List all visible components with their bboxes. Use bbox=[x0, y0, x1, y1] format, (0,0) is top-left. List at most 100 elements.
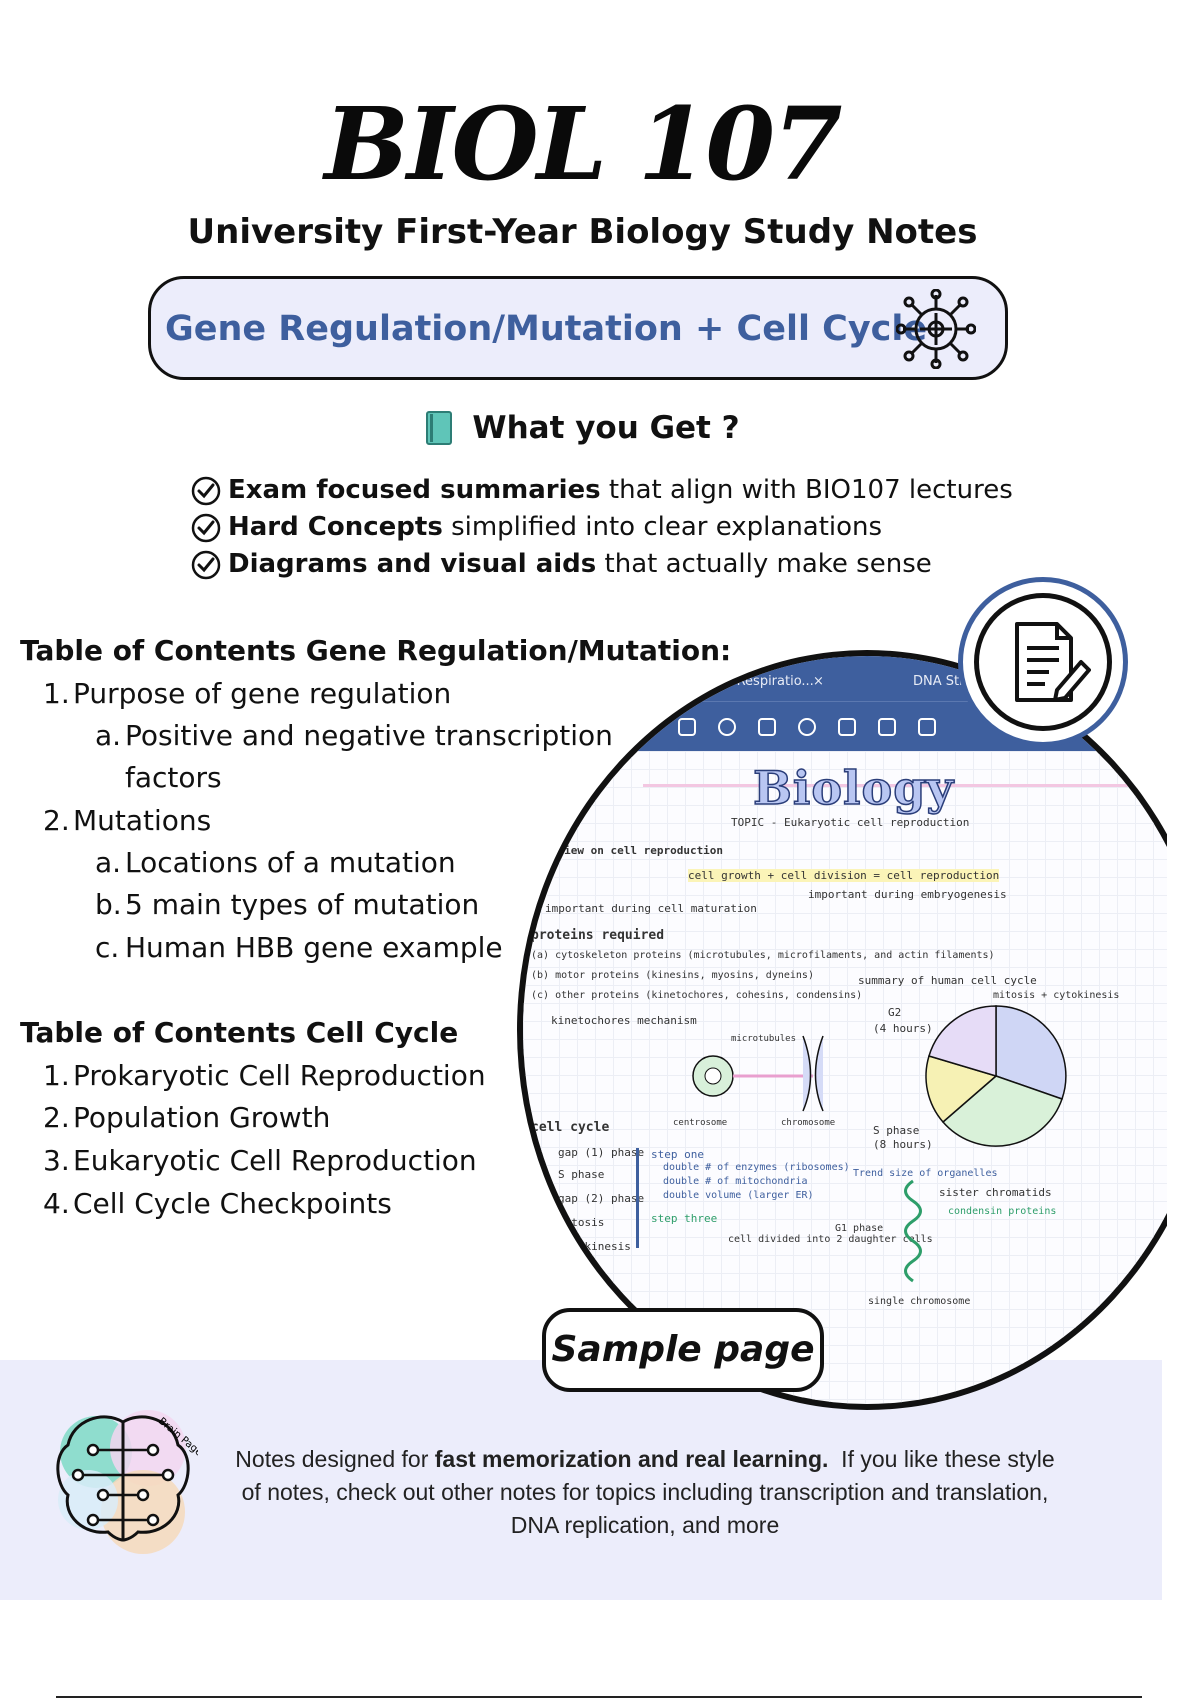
benefit-text: simplified into clear explanations bbox=[442, 512, 883, 542]
sample-page-label: Sample page bbox=[542, 1308, 824, 1392]
toc-item: 2.Population Growth bbox=[43, 1101, 330, 1134]
preview-topic: TOPIC - Eukaryotic cell reproduction bbox=[731, 816, 970, 829]
benefit-text: that actually make sense bbox=[596, 549, 932, 579]
toc-subitem: a.Locations of a mutation bbox=[95, 846, 456, 879]
brain-logo-icon: Brain Page bbox=[56, 1410, 198, 1554]
document-pen-icon bbox=[1015, 622, 1091, 702]
preview-line: cell cycle bbox=[531, 1120, 610, 1135]
preview-line: (a) cytoskeleton proteins (microtubules,… bbox=[531, 950, 995, 961]
toc-number: 1. bbox=[43, 677, 70, 710]
toc-text: Population Growth bbox=[73, 1101, 331, 1134]
toc-cycle-heading: Table of Contents Cell Cycle bbox=[20, 1016, 459, 1049]
preview-line: cell growth + cell division = cell repro… bbox=[688, 869, 1000, 882]
preview-heading: Biology bbox=[752, 760, 955, 816]
footer-text-post: If you like these style of notes, check … bbox=[241, 1446, 1062, 1538]
preview-line: S phase bbox=[873, 1124, 920, 1137]
preview-line: (8 hours) bbox=[873, 1138, 933, 1151]
toc-letter: b. bbox=[95, 888, 122, 921]
benefit-item: Hard Concepts simplified into clear expl… bbox=[190, 509, 1013, 546]
preview-line: double # of mitochondria bbox=[663, 1176, 808, 1187]
preview-line: double volume (larger ER) bbox=[663, 1190, 814, 1201]
sample-preview: Cellular Respiratio... × DNA Struct... B… bbox=[517, 650, 1167, 1410]
toc-text: 5 main types of mutation bbox=[125, 888, 480, 921]
what-you-get-title: What you Get ? bbox=[472, 410, 740, 446]
preview-line: microtubules bbox=[731, 1034, 797, 1044]
footer-description: Notes designed for fast memorization and… bbox=[230, 1443, 1060, 1542]
toc-item: 2.Mutations bbox=[43, 804, 211, 837]
chromatid-coil bbox=[904, 1179, 922, 1283]
grid-icon bbox=[878, 718, 896, 736]
toc-number: 1. bbox=[43, 1059, 70, 1092]
what-you-get-header: What you Get ? bbox=[0, 410, 1165, 446]
page-subtitle: University First-Year Biology Study Note… bbox=[187, 212, 978, 252]
text-icon bbox=[758, 718, 776, 736]
toc-number: 4. bbox=[43, 1187, 70, 1220]
kinetochore-diagram bbox=[692, 1035, 824, 1112]
footer-text-bold: fast memorization and real learning. bbox=[434, 1446, 829, 1472]
toc-subitem-continued: factors bbox=[125, 761, 222, 794]
toc-letter: a. bbox=[95, 846, 122, 879]
preview-line: S phase bbox=[558, 1168, 605, 1181]
toc-number: 2. bbox=[43, 804, 70, 837]
eraser-icon bbox=[718, 718, 736, 736]
book-icon bbox=[426, 411, 453, 445]
footer-text-pre: Notes designed for bbox=[235, 1446, 435, 1472]
toc-letter: c. bbox=[95, 931, 120, 964]
preview-divider bbox=[643, 784, 1167, 787]
toc-number: 3. bbox=[43, 1144, 70, 1177]
sample-preview-circle: Cellular Respiratio... × DNA Struct... B… bbox=[517, 650, 1167, 1410]
benefit-item: Exam focused summaries that align with B… bbox=[190, 472, 1013, 509]
preview-line: chromosome bbox=[781, 1118, 836, 1128]
toc-item: 3.Eukaryotic Cell Reproduction bbox=[43, 1144, 477, 1177]
benefit-list: Exam focused summaries that align with B… bbox=[190, 472, 1013, 583]
pen-icon bbox=[678, 718, 696, 736]
preview-line: (c) other proteins (kinetochores, cohesi… bbox=[531, 990, 863, 1001]
benefit-bold: Hard Concepts bbox=[228, 512, 443, 542]
toc-item: 4.Cell Cycle Checkpoints bbox=[43, 1187, 392, 1220]
cell-cycle-pie bbox=[925, 1005, 1067, 1147]
benefit-item: Diagrams and visual aids that actually m… bbox=[190, 546, 1013, 583]
preview-line: (4 hours) bbox=[873, 1022, 933, 1035]
shape-icon bbox=[798, 718, 816, 736]
toc-text: Human HBB gene example bbox=[125, 931, 503, 964]
bottom-rule bbox=[56, 1696, 1142, 1698]
preview-line: important during cell maturation bbox=[545, 902, 757, 915]
preview-line: step one bbox=[651, 1148, 704, 1161]
preview-line: single chromosome bbox=[868, 1296, 971, 1307]
benefit-bold: Exam focused summaries bbox=[228, 475, 601, 505]
toc-text: Mutations bbox=[73, 804, 212, 837]
preview-line: cell divided into 2 daughter cells bbox=[728, 1234, 933, 1245]
check-circle-icon bbox=[191, 550, 221, 579]
toc-number: 2. bbox=[43, 1101, 70, 1134]
benefit-bold: Diagrams and visual aids bbox=[228, 549, 597, 579]
preview-line: Trend size of organelles bbox=[853, 1168, 998, 1179]
notes-badge-inner bbox=[974, 593, 1112, 731]
toc-item: 1.Prokaryotic Cell Reproduction bbox=[43, 1059, 486, 1092]
topic-banner: Gene Regulation/Mutation + Cell Cycle bbox=[148, 276, 1008, 380]
preview-line: sister chromatids bbox=[939, 1186, 1052, 1199]
notes-badge bbox=[958, 577, 1128, 747]
preview-line: double # of enzymes (ribosomes) bbox=[663, 1162, 850, 1173]
toc-text: Locations of a mutation bbox=[125, 846, 456, 879]
preview-line: important during embryogenesis bbox=[808, 888, 1007, 901]
preview-line: mitosis bbox=[558, 1216, 605, 1229]
toc-subitem: c.Human HBB gene example bbox=[95, 931, 503, 964]
check-circle-icon bbox=[191, 513, 221, 542]
preview-line: (b) motor proteins (kinesins, myosins, d… bbox=[531, 970, 814, 981]
preview-line: condensin proteins bbox=[948, 1206, 1057, 1217]
toc-text: Eukaryotic Cell Reproduction bbox=[73, 1144, 477, 1177]
toc-text: Prokaryotic Cell Reproduction bbox=[73, 1059, 486, 1092]
preview-line: centrosome bbox=[673, 1118, 728, 1128]
preview-line: G1 phase bbox=[835, 1223, 884, 1234]
preview-line: kinetochores mechanism bbox=[551, 1014, 697, 1027]
preview-line: step three bbox=[651, 1212, 718, 1225]
preview-line: summary of human cell cycle bbox=[858, 974, 1037, 987]
preview-line: gap (1) phase bbox=[558, 1146, 645, 1159]
preview-tab: Cellular Respiratio... bbox=[683, 674, 814, 689]
preview-line: overview on cell reproduction bbox=[531, 844, 724, 857]
check-circle-icon bbox=[191, 476, 221, 505]
toc-letter: a. bbox=[95, 719, 122, 752]
toc-text: Purpose of gene regulation bbox=[73, 677, 452, 710]
preview-line: G2 bbox=[888, 1006, 902, 1019]
molecule-icon bbox=[896, 289, 976, 369]
